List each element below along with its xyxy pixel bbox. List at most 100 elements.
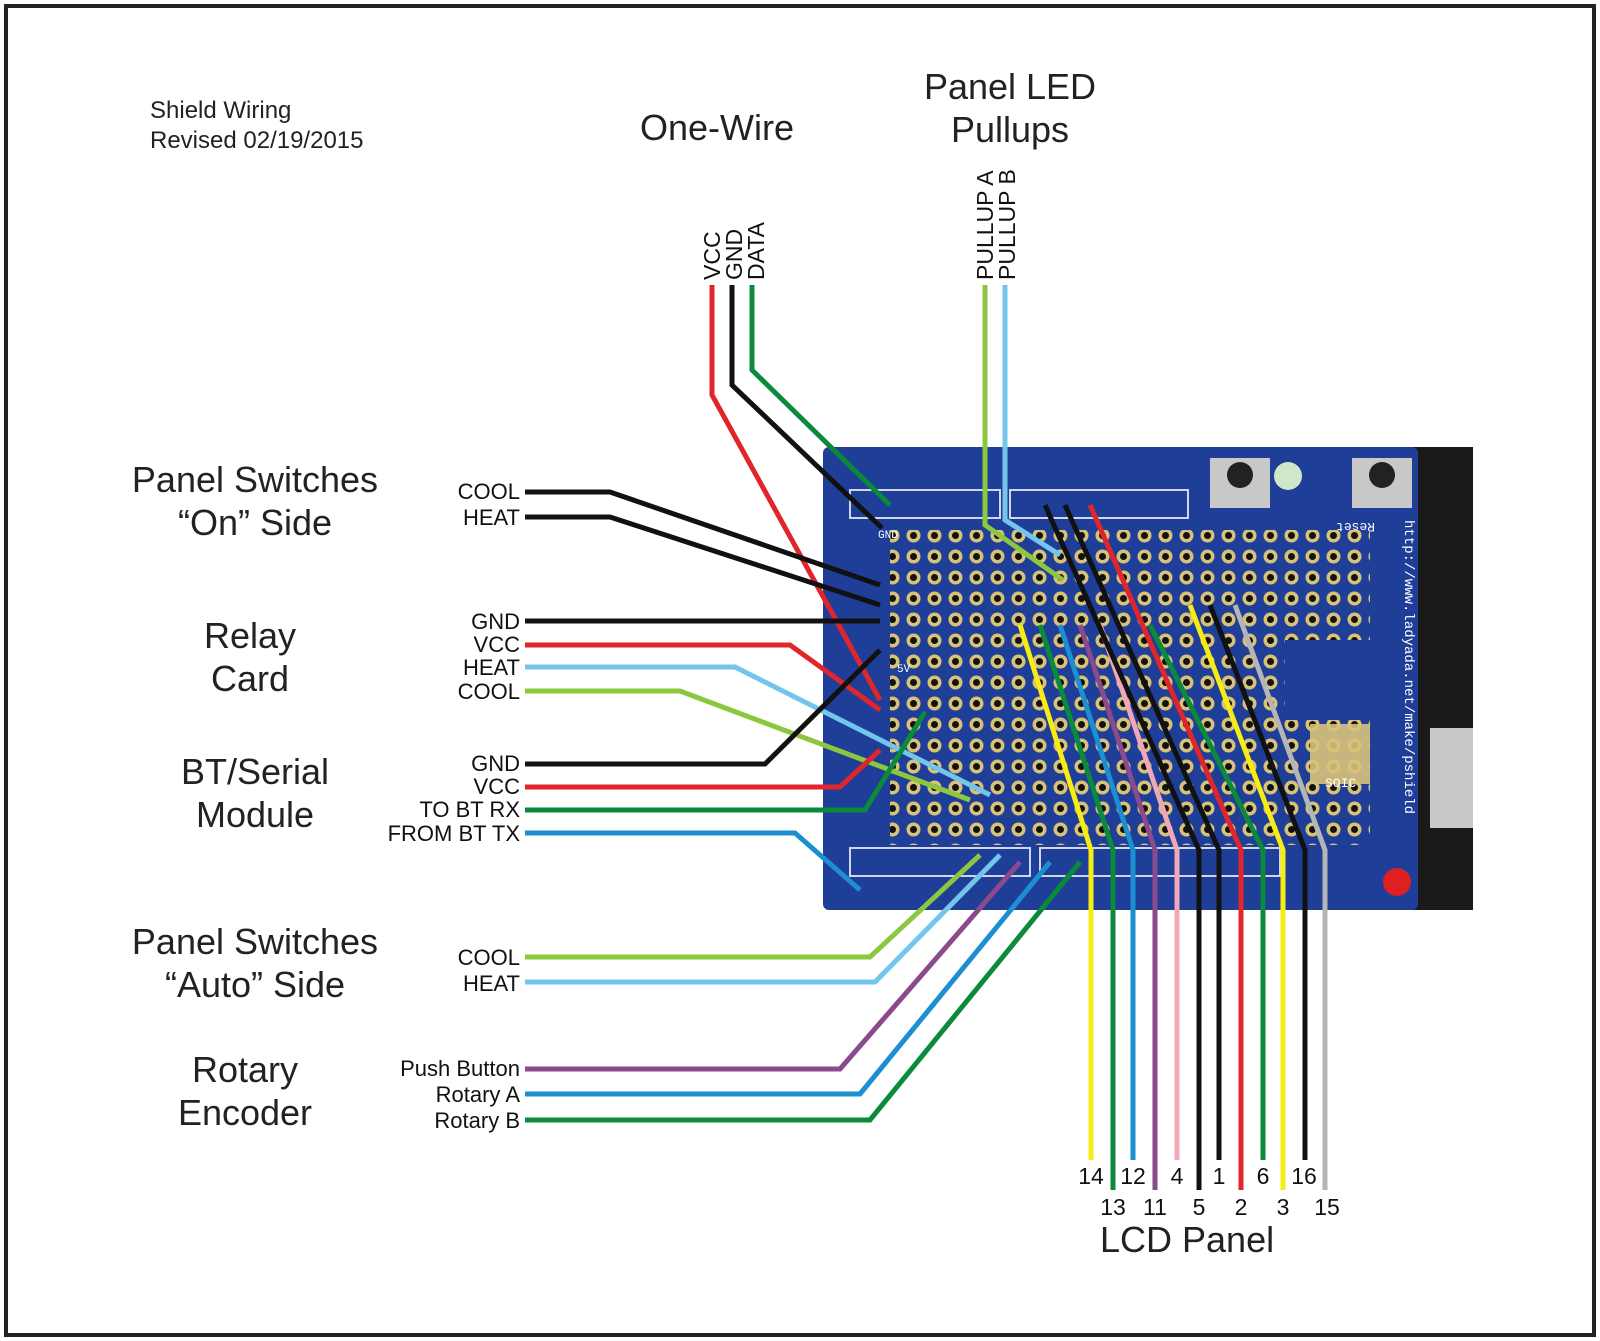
pin-label-onewire-data: DATA — [743, 221, 769, 280]
wire-lcd-4 — [1097, 624, 1180, 1160]
group-panel-led: Panel LED Pullups — [900, 65, 1120, 151]
wire-pullup-b — [1002, 285, 1062, 558]
button-1-cap — [1227, 462, 1253, 488]
label-auto-heat: HEAT — [462, 971, 520, 996]
label-on-cool: COOL — [457, 479, 520, 504]
wire-bt-gnd — [525, 648, 882, 767]
group-rotary: Rotary Encoder — [160, 1048, 330, 1134]
wire-bt-rx — [525, 710, 928, 813]
label-rotary-b: Rotary B — [434, 1108, 520, 1133]
wire-relay-vcc — [525, 642, 882, 713]
title-revision: Revised 02/19/2015 — [150, 127, 364, 154]
green-led — [1274, 462, 1302, 490]
group-one-wire: One-Wire — [640, 107, 795, 148]
group-bt-line2: Module — [195, 794, 315, 835]
lcd-pin-3: 3 — [1276, 1194, 1290, 1220]
wire-rotary-a — [525, 860, 1052, 1097]
title-line-1: Shield Wiring — [150, 97, 292, 124]
header-digital-top — [849, 489, 1001, 519]
group-rotary-line2: Encoder — [177, 1092, 313, 1133]
group-switches-auto-line2: “Auto” Side — [164, 964, 346, 1005]
lcd-pin-4: 4 — [1170, 1163, 1184, 1189]
wire-lcd-13 — [1037, 624, 1116, 1190]
group-panel-led-line2: Pullups — [950, 109, 1070, 150]
lcd-pin-2: 2 — [1234, 1194, 1248, 1220]
lcd-pin-1: 1 — [1212, 1163, 1226, 1189]
wire-lcd-12 — [1057, 624, 1136, 1160]
group-bt-serial: BT/Serial Module — [150, 750, 360, 836]
group-bt-line1: BT/Serial — [180, 751, 330, 792]
pin-label-pullup-b: PULLUP B — [994, 169, 1020, 280]
header-power-top — [1009, 489, 1189, 519]
label-bt-tx: FROM BT TX — [387, 821, 520, 846]
wire-lcd-6 — [1147, 623, 1266, 1160]
group-relay-line1: Relay — [203, 615, 297, 656]
group-switches-on-line2: “On” Side — [177, 502, 333, 543]
lcd-pin-12: 12 — [1120, 1163, 1146, 1189]
label-relay-gnd: GND — [471, 609, 520, 634]
lcd-pin-16: 16 — [1291, 1163, 1317, 1189]
group-lcd-panel: LCD Panel — [1100, 1219, 1275, 1260]
wire-bt-tx — [525, 830, 862, 892]
label-bt-vcc: VCC — [473, 774, 520, 799]
soic-pads — [1310, 724, 1370, 784]
wire-bt-vcc — [525, 748, 882, 790]
lcd-pin-6: 6 — [1256, 1163, 1270, 1189]
wire-onewire-gnd — [729, 285, 884, 530]
label-relay-heat: HEAT — [462, 655, 520, 680]
reset-silk: Reset — [1336, 519, 1375, 534]
label-auto-cool: COOL — [457, 945, 520, 970]
wire-pullup-a — [982, 285, 1065, 583]
group-relay: Relay Card — [170, 614, 330, 700]
wire-lcd-11 — [1077, 624, 1158, 1190]
diagram-title: Shield Wiring Revised 02/19/2015 — [150, 96, 364, 156]
lcd-pin-13: 13 — [1100, 1194, 1126, 1220]
red-led — [1383, 868, 1411, 896]
wire-rotary-push — [525, 860, 1022, 1072]
label-rotary-a: Rotary A — [435, 1082, 520, 1107]
wire-relay-heat — [525, 664, 992, 798]
label-relay-cool: COOL — [457, 679, 520, 704]
label-relay-vcc: VCC — [473, 632, 520, 657]
wire-onewire-vcc — [709, 285, 883, 702]
pin-label-onewire-vcc: VCC — [699, 231, 725, 280]
wire-lcd-15 — [1232, 604, 1328, 1190]
group-switches-on-line1: Panel Switches — [131, 459, 379, 500]
wire-lcd-1 — [1062, 503, 1222, 1160]
wire-lcd-2 — [1087, 503, 1244, 1190]
pin-label-onewire-gnd: GND — [721, 229, 747, 280]
group-switches-auto-line1: Panel Switches — [131, 921, 379, 962]
wire-lcd-5 — [1042, 503, 1202, 1190]
header-analog-bottom — [1039, 847, 1281, 877]
soic-silk: SOIC — [1325, 776, 1356, 791]
ic-area — [1285, 640, 1380, 720]
lcd-pin-15: 15 — [1314, 1194, 1340, 1220]
wire-rotary-b — [525, 860, 1082, 1123]
wire-onewire-data — [749, 285, 892, 507]
url-silk: http://www.ladyada.net/make/pshield — [1400, 520, 1416, 814]
label-on-heat: HEAT — [462, 505, 520, 530]
wire-lcd-16 — [1207, 604, 1308, 1160]
label-push-button: Push Button — [400, 1056, 520, 1081]
wire-on-heat — [525, 514, 881, 608]
label-bt-gnd: GND — [471, 751, 520, 776]
reset-button-cap — [1369, 462, 1395, 488]
pin-label-pullup-a: PULLUP A — [972, 170, 998, 280]
group-switches-auto: Panel Switches “Auto” Side — [120, 920, 390, 1006]
lcd-pin-11: 11 — [1143, 1194, 1167, 1220]
wire-lcd-14 — [1017, 624, 1094, 1160]
group-rotary-line1: Rotary — [191, 1049, 299, 1090]
lcd-pin-14: 14 — [1078, 1163, 1104, 1189]
lcd-pin-5: 5 — [1192, 1194, 1206, 1220]
usb-connector — [1430, 728, 1473, 828]
wire-relay-cool — [525, 688, 971, 803]
label-bt-rx: TO BT RX — [419, 797, 520, 822]
wire-lcd-3 — [1187, 604, 1286, 1190]
group-switches-on: Panel Switches “On” Side — [120, 458, 390, 544]
five-v-silk: 5V — [897, 664, 911, 676]
gnd-silk: GND — [878, 530, 898, 542]
wire-auto-cool — [525, 853, 982, 960]
wire-on-cool — [525, 489, 881, 588]
header-digital-bottom — [849, 847, 1031, 877]
